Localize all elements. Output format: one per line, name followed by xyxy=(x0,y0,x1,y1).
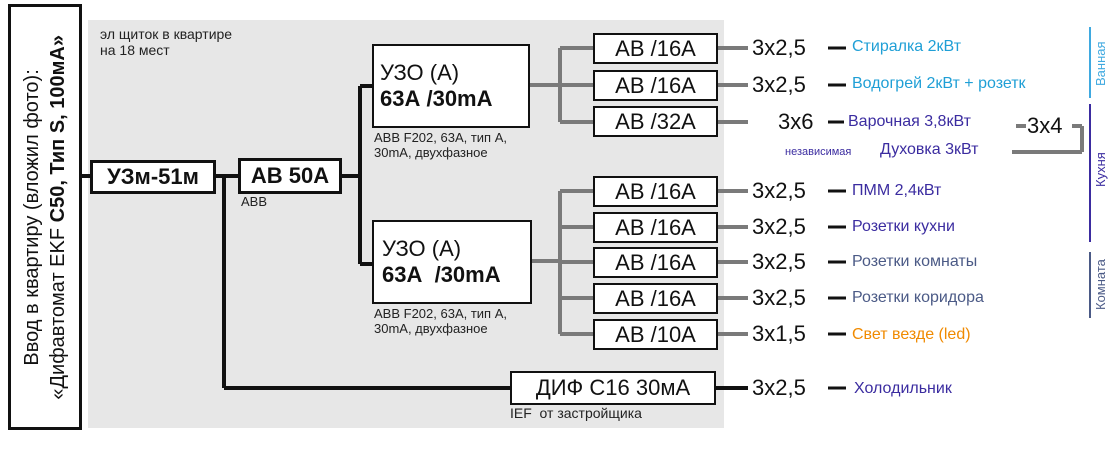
breaker-bottom-2-label: АВ /16А xyxy=(615,214,696,240)
rcd-bottom-note-line-2: 30mA, двухфазное xyxy=(374,321,488,336)
load-corridor-sockets: Розетки коридора xyxy=(852,289,984,306)
rcd-top-rating: 63А /30mA xyxy=(380,86,493,111)
rcd-bottom-note: ABB F202, 63А, тип А, 30mA, двухфазное xyxy=(374,306,507,336)
breaker-bottom-4: АВ /16А xyxy=(593,283,718,314)
cable-oven: 3х4 xyxy=(1027,113,1063,138)
input-line-2: «Дифавтомат EKF С50, Тип S, 100мА» xyxy=(45,35,71,400)
rcd-bottom-note-line-1: ABB F202, 63А, тип А, xyxy=(374,306,507,321)
zone-label-room: Комната xyxy=(1093,259,1108,311)
input-line-2-bold: С50, Тип S, 100мА» xyxy=(47,34,69,223)
cable-fridge: 3х2,5 xyxy=(752,375,806,400)
zone-label-bath: Ванная xyxy=(1093,41,1108,87)
breaker-bottom-3: АВ /16А xyxy=(593,247,718,278)
breaker-top-1-label: АВ /16А xyxy=(615,35,696,61)
dif-breaker-note: IEF от застройщика xyxy=(510,405,642,421)
breaker-bottom-5-label: АВ /10А xyxy=(615,321,696,347)
main-wires xyxy=(82,84,510,390)
load-water-heater: Водогрей 2кВт + розетк xyxy=(852,75,1026,92)
rcd-top-note-line-2: 30mA, двухфазное xyxy=(374,145,488,160)
zone-label-kitchen: Кухня xyxy=(1093,152,1108,188)
breaker-bottom-5: АВ /10А xyxy=(593,319,718,350)
dif-breaker-box: ДИФ С16 30мА xyxy=(510,371,716,405)
load-kitchen-sockets: Розетки кухни xyxy=(852,218,955,235)
breaker-bottom-2: АВ /16А xyxy=(593,212,718,243)
cable-5: 3х2,5 xyxy=(752,214,806,239)
breaker-bottom-1: АВ /16А xyxy=(593,176,718,207)
cable-8: 3х1,5 xyxy=(752,321,806,346)
input-line-1: Ввод в квартиру (вложил фото): xyxy=(21,68,43,366)
panel-note: эл щиток в квартире на 18 мест xyxy=(100,26,232,58)
breaker-top-2-label: АВ /16А xyxy=(615,72,696,98)
cable-1: 3х2,5 xyxy=(752,35,806,60)
breaker-top-3: АВ /32А xyxy=(593,106,718,137)
load-dashes xyxy=(828,46,846,390)
load-fridge: Холодильник xyxy=(854,380,952,397)
cable-3: 3х6 xyxy=(778,109,814,134)
panel-note-line-1: эл щиток в квартире xyxy=(100,26,233,42)
load-washer: Стиралка 2кВт xyxy=(852,38,962,55)
rcd-bottom-box: УЗО (А) 63А /30mA xyxy=(372,220,532,304)
breaker-top-3-label: АВ /32А xyxy=(615,108,696,134)
load-oven: Духовка 3кВт xyxy=(880,141,979,158)
breaker-top-2: АВ /16А xyxy=(593,70,718,101)
input-line-2-prefix: «Дифавтомат EKF xyxy=(47,222,69,400)
breaker-bottom-3-label: АВ /16А xyxy=(615,249,696,275)
cable-2: 3х2,5 xyxy=(752,72,806,97)
breaker-bottom-1-label: АВ /16А xyxy=(615,178,696,204)
main-breaker-box: АВ 50А xyxy=(238,158,342,194)
panel-note-line-2: на 18 мест xyxy=(100,42,170,58)
load-lighting: Свет везде (led) xyxy=(852,326,971,343)
cable-6: 3х2,5 xyxy=(752,249,806,274)
branch-wires xyxy=(530,46,1084,336)
voltage-relay-label: УЗм-51м xyxy=(107,164,199,189)
input-breaker-box: Ввод в квартиру (вложил фото): «Дифавтом… xyxy=(8,4,82,430)
output-wires xyxy=(718,46,748,336)
load-room-sockets: Розетки комнаты xyxy=(852,253,978,270)
load-hob: Варочная 3,8кВт xyxy=(848,113,971,130)
rcd-bottom-type: УЗО (А) xyxy=(382,236,462,261)
main-breaker-note: ABB xyxy=(241,194,268,209)
cable-7: 3х2,5 xyxy=(752,285,806,310)
load-dishwasher: ПММ 2,4кВт xyxy=(852,182,942,199)
breaker-bottom-4-label: АВ /16А xyxy=(615,285,696,311)
oven-note: независимая xyxy=(785,146,852,158)
rcd-top-note: ABB F202, 63А, тип А, 30mA, двухфазное xyxy=(374,130,507,160)
cable-4: 3х2,5 xyxy=(752,178,806,203)
rcd-bottom-rating: 63А /30mA xyxy=(382,262,501,287)
voltage-relay-box: УЗм-51м xyxy=(90,160,216,194)
main-breaker-label: АВ 50А xyxy=(250,163,330,188)
input-breaker-label: Ввод в квартиру (вложил фото): «Дифавтом… xyxy=(19,35,71,400)
breaker-top-1: АВ /16А xyxy=(593,33,718,64)
dif-breaker-label: ДИФ С16 30мА xyxy=(535,375,691,400)
rcd-top-box: УЗО (А) 63А /30mA xyxy=(372,44,530,128)
rcd-top-note-line-1: ABB F202, 63А, тип А, xyxy=(374,130,507,145)
rcd-top-type: УЗО (А) xyxy=(380,60,460,85)
